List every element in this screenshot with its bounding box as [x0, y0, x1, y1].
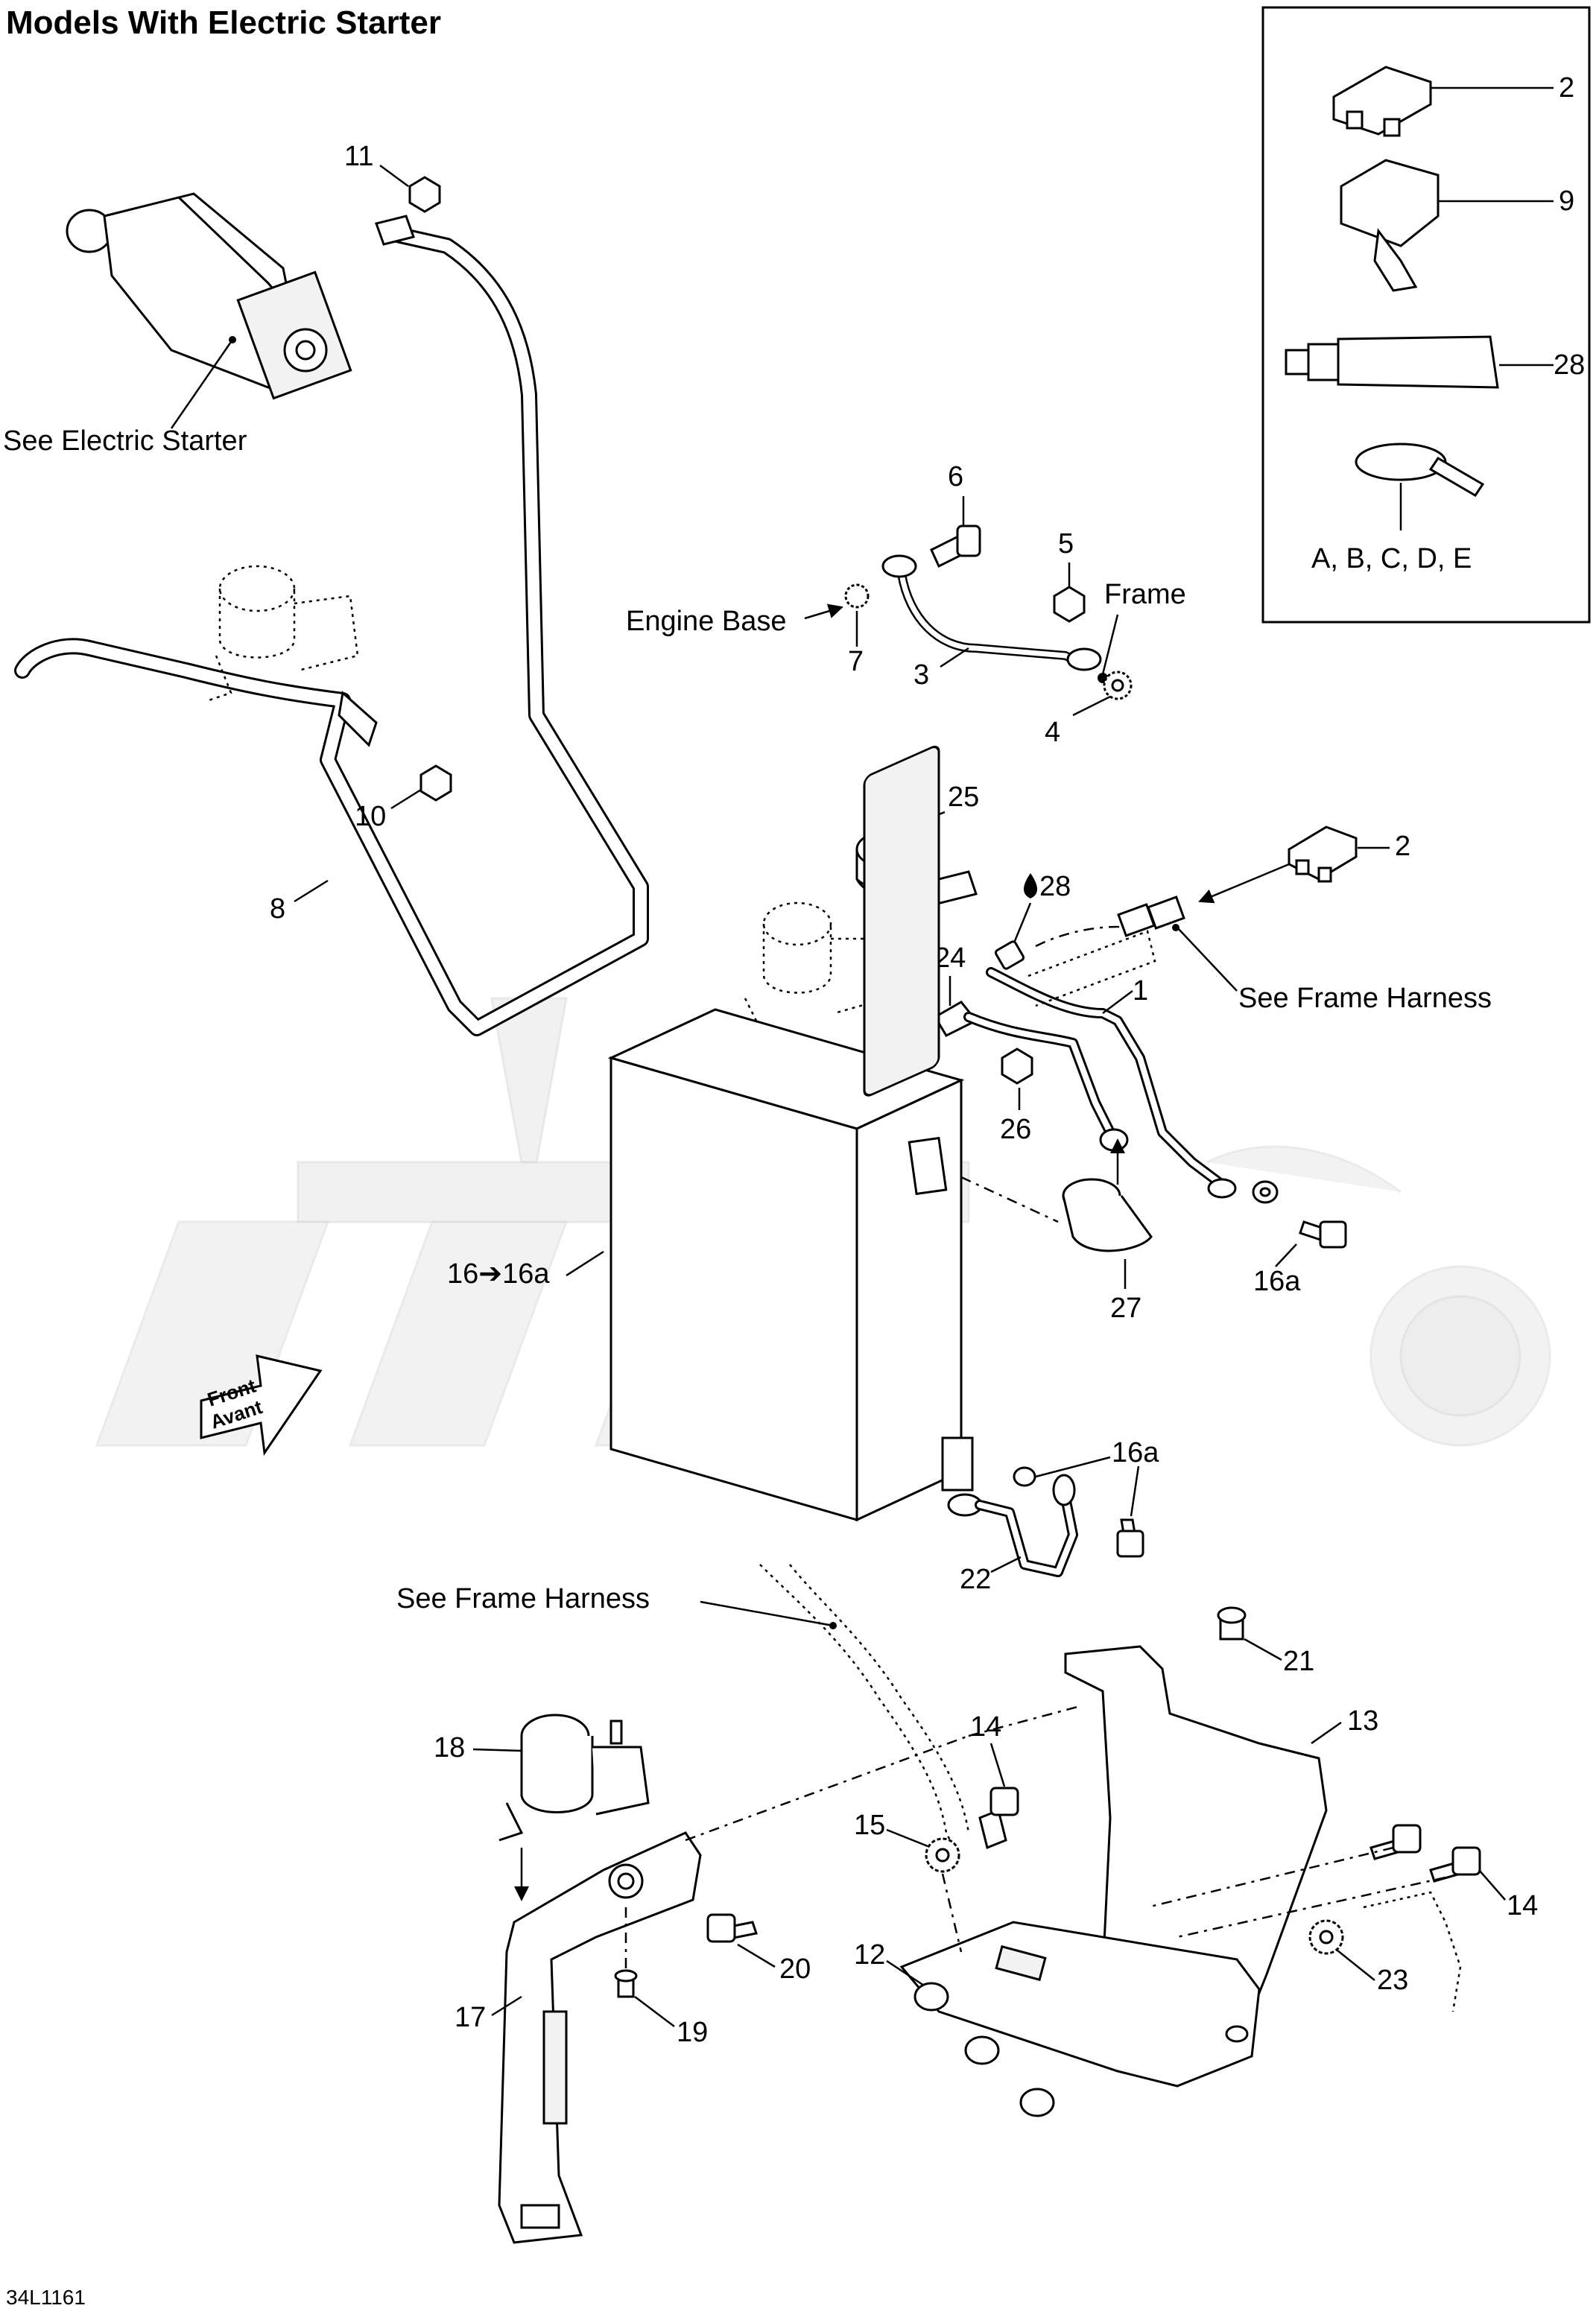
drawing-code: 34L1161: [6, 2286, 86, 2309]
callout-16: 16➔16a: [447, 1258, 550, 1290]
callout-6: 6: [948, 461, 963, 492]
nut-26-icon: [1001, 1048, 1033, 1085]
bolt-16a-lower-icon: [1013, 1466, 1144, 1558]
page-title: Models With Electric Starter: [6, 4, 441, 41]
callout-16a-lower: 16a: [1112, 1437, 1159, 1468]
ground-strap-icon: [881, 554, 1108, 683]
nut-5-icon: [1053, 586, 1086, 623]
clip-icon: [1340, 159, 1554, 292]
battery-icon: [607, 745, 974, 1522]
callout-2-inset: 2: [1559, 72, 1574, 104]
callout-4: 4: [1045, 717, 1060, 748]
callout-3: 3: [913, 659, 929, 691]
callout-26: 26: [1000, 1114, 1031, 1145]
callout-23: 23: [1377, 1965, 1408, 1996]
solenoid-ghost-2-icon: [737, 901, 888, 1037]
note-see-frame-harness-2: See Frame Harness: [396, 1583, 650, 1614]
bolt-14-right-icon: [1369, 1824, 1481, 1883]
fuse-2-icon: [1288, 825, 1358, 883]
callout-16a-upper: 16a: [1253, 1266, 1301, 1297]
note-engine-base: Engine Base: [626, 606, 787, 637]
note-see-electric-starter: See Electric Starter: [3, 425, 247, 457]
callout-10: 10: [355, 801, 386, 832]
note-frame: Frame: [1104, 579, 1186, 610]
starter-cable: [14, 215, 649, 1036]
washer-7-icon: [844, 583, 870, 609]
bolt-6-icon: [930, 524, 981, 568]
callout-20: 20: [779, 1953, 811, 1985]
callout-21: 21: [1283, 1646, 1314, 1677]
washer-4-icon: [1103, 671, 1133, 700]
callout-9: 9: [1559, 186, 1574, 217]
cable-24-icon: [933, 1001, 1129, 1152]
front-arrow-icon: [200, 1354, 323, 1457]
callout-19: 19: [677, 2017, 708, 2048]
note-see-frame-harness-1: See Frame Harness: [1238, 983, 1492, 1014]
callout-12: 12: [854, 1939, 885, 1971]
grease-tube-icon: [1285, 335, 1554, 389]
solenoid-18-icon: [498, 1714, 650, 1842]
cable-tie-icon: [1355, 443, 1485, 530]
inset-box: [1261, 6, 1591, 624]
callout-27: 27: [1110, 1293, 1141, 1324]
callout-2: 2: [1395, 831, 1410, 862]
bolt-14-left-icon: [978, 1787, 1019, 1850]
battery-tray-13-icon: [899, 1645, 1328, 2088]
callout-22: 22: [960, 1564, 991, 1595]
callout-1: 1: [1133, 975, 1148, 1007]
callout-17: 17: [455, 2002, 486, 2033]
callout-cable-ties: A, B, C, D, E: [1311, 543, 1472, 574]
cable-22-icon: [947, 1474, 1078, 1577]
callout-28-drop: 28: [1039, 871, 1071, 902]
electric-starter-icon: [66, 192, 352, 400]
bracket-17-icon: [498, 1831, 702, 2244]
washer-15-icon: [925, 1837, 960, 1873]
callout-25: 25: [948, 782, 979, 813]
bolt-16a-upper-icon: [1252, 1180, 1347, 1249]
bolt-20-icon: [706, 1913, 758, 1943]
callout-5: 5: [1058, 528, 1074, 560]
callout-28-inset: 28: [1554, 349, 1585, 381]
harness-connector-icon: [1027, 896, 1185, 1007]
nut-11-icon: [408, 176, 441, 213]
callout-14-left: 14: [970, 1711, 1001, 1743]
terminal-boot-27-icon: [1062, 1178, 1153, 1252]
screw-19-icon: [614, 1969, 638, 1998]
nut-10-icon: [419, 764, 452, 802]
grommets-12-icon: [913, 1982, 1055, 2117]
grommet-21-icon: [1217, 1606, 1247, 1641]
positive-cable-1-icon: [986, 925, 1237, 1199]
callout-18: 18: [434, 1732, 465, 1763]
callout-8: 8: [270, 893, 285, 925]
callout-14-right: 14: [1507, 1890, 1538, 1921]
callout-7: 7: [848, 646, 864, 677]
callout-15: 15: [854, 1810, 885, 1841]
washer-23-icon: [1308, 1891, 1462, 2012]
solenoid-ghost-icon: [208, 565, 359, 702]
callout-13: 13: [1347, 1705, 1378, 1737]
fuse-icon: [1332, 66, 1554, 137]
grease-drop-icon: [1023, 873, 1038, 898]
callout-11: 11: [344, 141, 373, 172]
